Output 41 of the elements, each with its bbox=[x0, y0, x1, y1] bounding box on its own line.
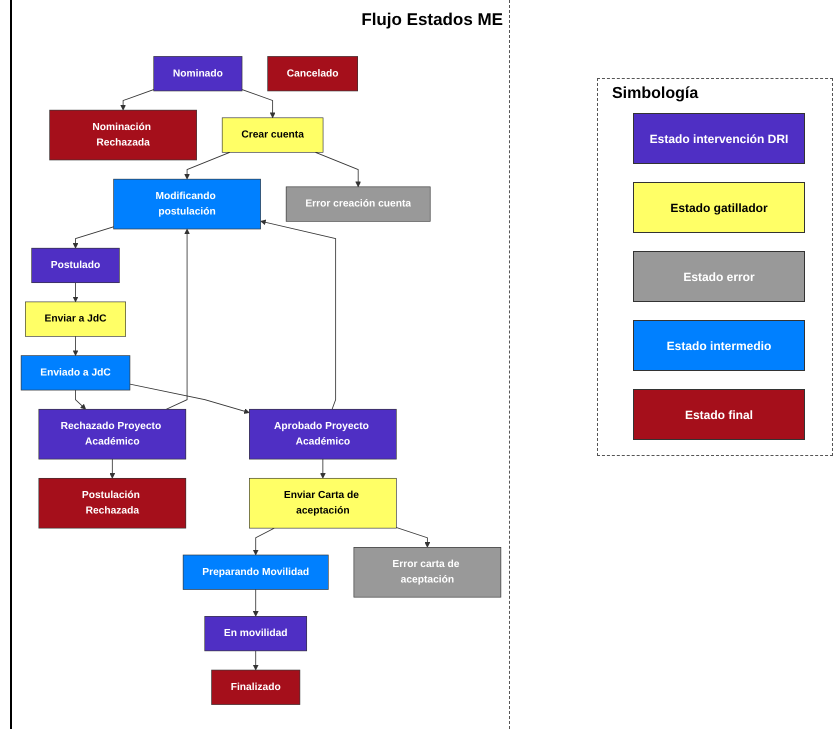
arrow bbox=[72, 336, 78, 356]
legend-title: Simbología bbox=[612, 85, 698, 103]
arrow bbox=[72, 226, 114, 248]
node-box: Modificando postulación bbox=[113, 178, 261, 230]
node-box: Nominación Rechazada bbox=[49, 110, 197, 160]
node-box: Error carta de aceptación bbox=[354, 547, 502, 598]
arrow bbox=[252, 528, 275, 556]
legend-swatch: Estado gatillador bbox=[633, 182, 805, 233]
node-box: Preparando Movilidad bbox=[182, 554, 329, 590]
node-box: Enviar Carta de aceptación bbox=[249, 478, 397, 528]
legend-swatch: Estado error bbox=[633, 251, 805, 302]
node-box: Finalizado bbox=[211, 670, 300, 705]
arrow bbox=[252, 650, 259, 670]
node-box: En movilidad bbox=[204, 616, 308, 652]
arrow bbox=[252, 589, 259, 617]
diagram-title: Flujo Estados ME bbox=[361, 10, 503, 30]
arrow bbox=[110, 458, 116, 479]
node-box: Cancelado bbox=[267, 56, 358, 92]
arrow bbox=[130, 384, 250, 414]
arrow bbox=[184, 152, 230, 180]
node-box: Crear cuenta bbox=[222, 117, 324, 153]
arrow bbox=[120, 89, 154, 110]
arrow bbox=[72, 282, 78, 302]
legend-swatch: Estado final bbox=[633, 389, 805, 440]
arrow bbox=[75, 390, 86, 410]
node-box: Nominado bbox=[153, 56, 242, 92]
node-box: Aprobado Proyecto Académico bbox=[249, 408, 397, 460]
arrow bbox=[166, 228, 190, 410]
arrow bbox=[396, 527, 430, 548]
arrow bbox=[314, 152, 361, 188]
node-box: Postulación Rechazada bbox=[38, 478, 186, 528]
legend-swatch: Estado intervención DRI bbox=[633, 113, 805, 164]
arrow bbox=[242, 89, 276, 118]
node-box: Enviado a JdC bbox=[20, 355, 130, 390]
node-box: Rechazado Proyecto Académico bbox=[38, 408, 186, 460]
legend-swatch: Estado intermedio bbox=[633, 320, 805, 371]
node-box: Enviar a JdC bbox=[25, 302, 126, 337]
node-box: Postulado bbox=[31, 248, 120, 284]
node-box: Error creación cuenta bbox=[286, 186, 431, 222]
arrow bbox=[260, 220, 336, 410]
arrow bbox=[320, 458, 326, 479]
